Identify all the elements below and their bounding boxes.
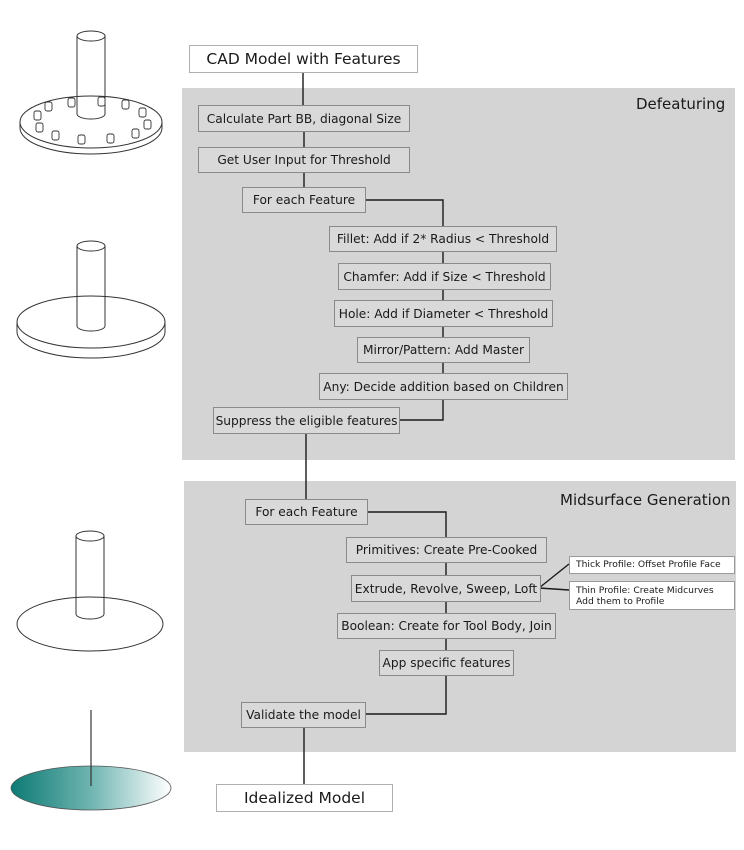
- step-app-specific: App specific features: [379, 650, 514, 676]
- connector-any-to-suppress: [399, 400, 444, 421]
- connector-app-to-validate: [365, 675, 447, 715]
- pins-group: [33, 96, 152, 145]
- step-validate: Validate the model: [241, 702, 366, 728]
- connector-foreach2-to-primitives: [368, 511, 447, 537]
- note-thick-profile: Thick Profile: Offset Profile Face: [569, 556, 735, 574]
- step-primitives: Primitives: Create Pre-Cooked: [346, 537, 547, 563]
- step-for-each-feature: For each Feature: [242, 187, 366, 213]
- step-calc-bb: Calculate Part BB, diagonal Size: [198, 105, 410, 132]
- idealized-model-illustration: [10, 710, 172, 811]
- defeatured-model-illustration: [16, 240, 166, 359]
- step-mirror: Mirror/Pattern: Add Master: [357, 337, 530, 363]
- step-chamfer: Chamfer: Add if Size < Threshold: [338, 263, 551, 290]
- connector-foreach-to-fillet: [365, 199, 444, 226]
- step-fillet: Fillet: Add if 2* Radius < Threshold: [329, 226, 557, 252]
- step-extrude: Extrude, Revolve, Sweep, Loft: [351, 575, 541, 602]
- note-thin-text-1: Thin Profile: Create Midcurves: [576, 585, 714, 596]
- connector-extrude-to-thick: [538, 563, 570, 589]
- end-node: Idealized Model: [216, 784, 393, 812]
- step-any: Any: Decide addition based on Children: [319, 373, 568, 400]
- cad-model-illustration: [19, 30, 163, 155]
- midsurface-title: Midsurface Generation: [560, 491, 731, 509]
- step-for-each-feature-2: For each Feature: [245, 499, 368, 525]
- note-thin-profile: Thin Profile: Create Midcurves Add them …: [569, 581, 735, 610]
- midsurface-model-illustration: [16, 530, 164, 652]
- note-thick-text: Thick Profile: Offset Profile Face: [576, 559, 721, 570]
- note-thin-text-2: Add them to Profile: [576, 596, 665, 607]
- step-suppress: Suppress the eligible features: [213, 407, 400, 434]
- step-user-input: Get User Input for Threshold: [198, 147, 410, 173]
- start-node: CAD Model with Features: [189, 45, 418, 73]
- step-boolean: Boolean: Create for Tool Body, Join: [337, 613, 556, 639]
- step-hole: Hole: Add if Diameter < Threshold: [334, 300, 553, 327]
- connector-extrude-to-thin: [538, 587, 570, 591]
- defeaturing-title: Defeaturing: [636, 95, 726, 113]
